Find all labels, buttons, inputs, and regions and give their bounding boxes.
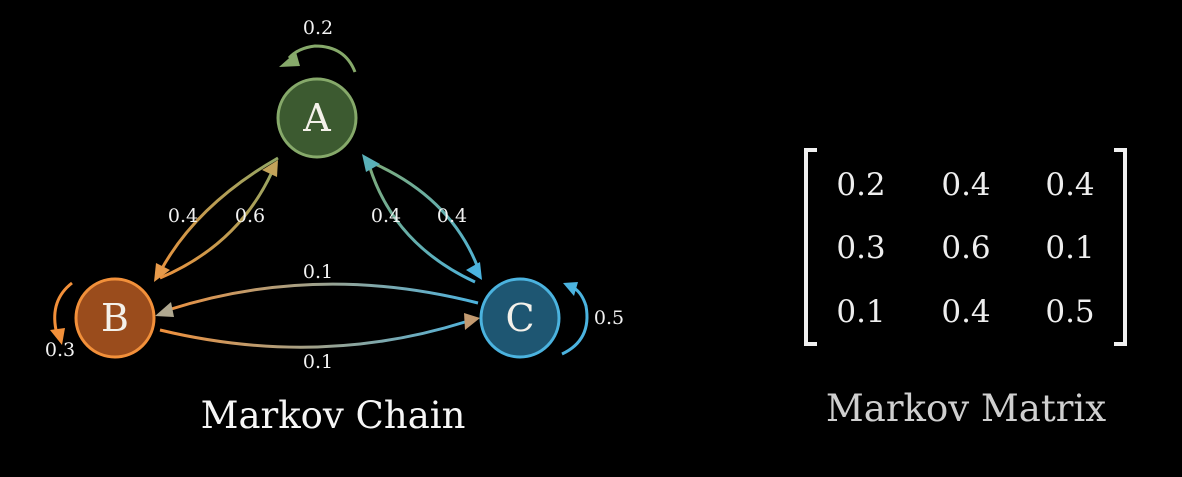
node-a: A: [276, 77, 358, 159]
edge-label-c-b: 0.1: [303, 261, 333, 283]
edge-label-a-b: 0.4: [168, 205, 198, 227]
matrix-left-bracket: [804, 148, 817, 346]
node-c-label: C: [505, 296, 534, 340]
matrix-cell: 0.1: [1045, 230, 1094, 266]
markov-matrix: 0.2 0.4 0.4 0.3 0.6 0.1 0.1 0.4 0.5: [836, 167, 1094, 330]
matrix-cell: 0.4: [1045, 167, 1094, 203]
node-b: B: [74, 277, 156, 359]
edge-c-c: [561, 282, 589, 356]
matrix-cell: 0.4: [941, 294, 990, 330]
matrix-cell: 0.3: [836, 230, 885, 266]
edge-label-c-c: 0.5: [594, 307, 624, 329]
node-b-label: B: [101, 296, 129, 340]
edge-c-a: [362, 154, 476, 284]
edge-a-c: [365, 158, 482, 280]
matrix-right-bracket: [1114, 148, 1127, 346]
edge-label-b-c: 0.1: [303, 351, 333, 373]
edge-c-b: [155, 282, 479, 317]
edge-b-a: [159, 160, 278, 280]
edge-a-b: [154, 156, 279, 282]
edge-b-b: [50, 281, 73, 345]
matrix-cell: 0.5: [1045, 294, 1094, 330]
node-c: C: [479, 277, 561, 359]
edge-label-b-b: 0.3: [45, 339, 75, 361]
matrix-cell: 0.1: [836, 294, 885, 330]
chain-caption: Markov Chain: [201, 394, 466, 437]
edge-label-b-a: 0.6: [235, 205, 265, 227]
matrix-cell: 0.4: [941, 167, 990, 203]
edge-label-c-a: 0.4: [437, 205, 467, 227]
edge-label-a-c: 0.4: [371, 205, 401, 227]
edge-label-a-a: 0.2: [303, 17, 333, 39]
matrix-cell: 0.2: [836, 167, 885, 203]
node-a-label: A: [302, 96, 331, 140]
edge-b-c: [159, 313, 480, 349]
edge-a-a: [279, 44, 357, 73]
matrix-cell: 0.6: [941, 230, 990, 266]
matrix-caption: Markov Matrix: [826, 387, 1106, 430]
